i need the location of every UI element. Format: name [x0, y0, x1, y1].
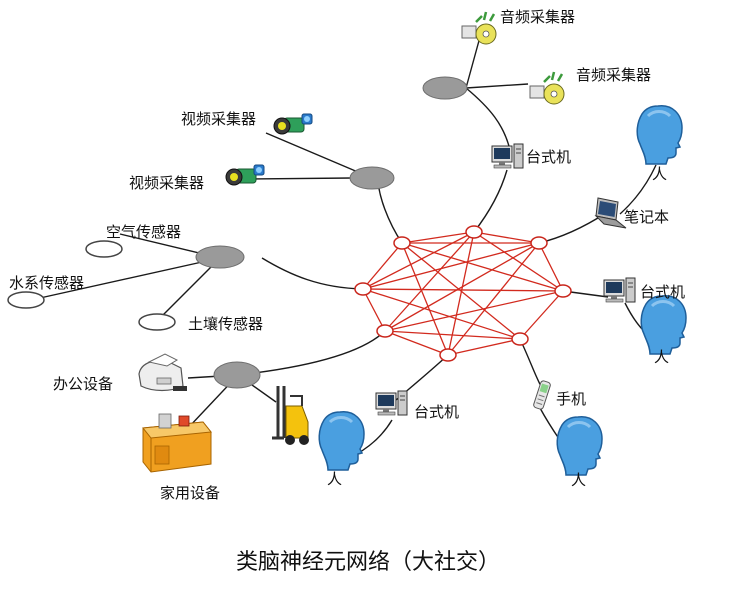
- person-head-icon: [635, 104, 684, 166]
- soil-sensor-node: [138, 313, 176, 331]
- audio-collector-label-1: 音频采集器: [500, 8, 575, 26]
- mesh-node: [393, 236, 411, 250]
- soil-sensor-label: 土壤传感器: [188, 315, 263, 333]
- speaker-cd-icon: [460, 10, 498, 46]
- person-label-bottom-right: 人: [571, 471, 586, 489]
- mobile-phone-icon: [533, 380, 551, 410]
- air-sensor-node: [85, 240, 123, 258]
- audio-collector-label-2: 音频采集器: [576, 66, 651, 84]
- mesh-node: [439, 348, 457, 362]
- mesh-node: [354, 282, 372, 296]
- person-head-icon: [555, 415, 604, 477]
- person-label-right: 人: [654, 348, 669, 366]
- sensor-hub: [195, 245, 245, 269]
- desktop-label-right: 台式机: [640, 283, 685, 301]
- mesh-nodes: [354, 225, 572, 362]
- video-hub: [349, 166, 395, 190]
- mesh-node: [530, 236, 548, 250]
- person-head-icon: [317, 410, 366, 472]
- video-collector-label-1: 视频采集器: [181, 110, 256, 128]
- office-equipment-label: 办公设备: [53, 375, 113, 393]
- mesh-edges: [362, 231, 564, 356]
- water-sensor-label: 水系传感器: [9, 274, 84, 292]
- mesh-node: [465, 225, 483, 239]
- printer-icon: [138, 353, 187, 392]
- camcorder-icon: [225, 164, 265, 186]
- desktop-computer-icon: [375, 390, 408, 416]
- forklift-icon: [272, 386, 309, 445]
- water-sensor-node: [7, 291, 45, 309]
- mesh-node: [511, 332, 529, 346]
- home-equipment-label: 家用设备: [160, 484, 220, 502]
- laptop-icon: [594, 197, 627, 229]
- video-collector-label-2: 视频采集器: [129, 174, 204, 192]
- mesh-node: [554, 284, 572, 298]
- desktop-computer-icon: [603, 277, 636, 303]
- furniture-icon: [142, 413, 212, 473]
- mesh-node: [376, 324, 394, 338]
- labels: 音频采集器 音频采集器 视频采集器 视频采集器 台式机 笔记本 人 空气传感器 …: [9, 8, 685, 575]
- person-head-icon: [639, 294, 688, 356]
- equipment-hub: [213, 361, 261, 389]
- desktop-computer-icon: [491, 143, 524, 169]
- sensor-ovals: [7, 240, 176, 331]
- person-label-top: 人: [652, 165, 667, 183]
- desktop-label-bottom: 台式机: [414, 403, 459, 421]
- camcorder-icon: [273, 113, 313, 135]
- person-label-bottom-left: 人: [327, 470, 342, 488]
- phone-label: 手机: [556, 390, 586, 408]
- diagram-title: 类脑神经元网络（大社交）: [236, 550, 500, 575]
- audio-hub: [422, 76, 468, 100]
- notebook-label: 笔记本: [624, 208, 669, 226]
- desktop-label-top: 台式机: [526, 148, 571, 166]
- speaker-cd-icon: [528, 70, 566, 106]
- air-sensor-label: 空气传感器: [106, 223, 181, 241]
- hubs: [195, 76, 468, 389]
